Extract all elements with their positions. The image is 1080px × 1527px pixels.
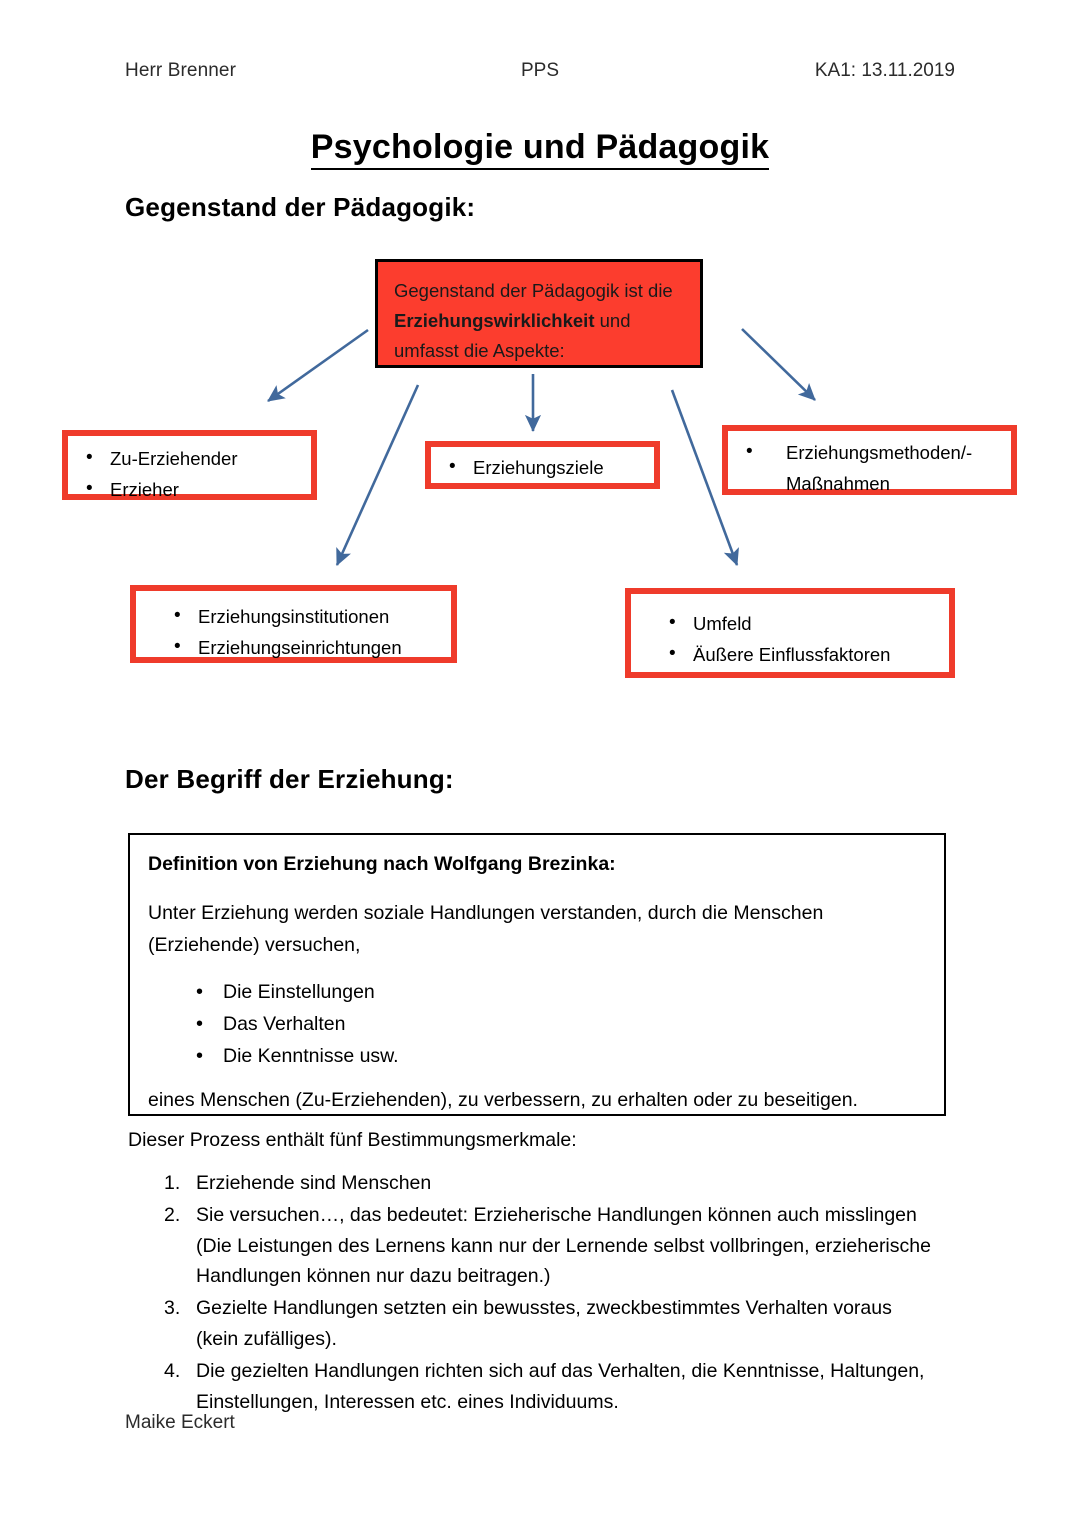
diagram-box-erziehungsmethoden-list: Erziehungsmethoden/-Maßnahmen [728,436,1011,499]
list-item-subtext: (kein zufälliges). [196,1327,337,1350]
header-exam-date: KA1: 13.11.2019 [814,60,955,81]
list-item-text: Gezielte Handlungen setzten ein bewusste… [196,1297,892,1320]
list-item: Erzieher [68,473,311,505]
author-name: Maike Eckert [125,1412,235,1433]
diagram-root-box: Gegenstand der Pädagogik ist die Erziehu… [375,259,703,368]
list-item-number: 3. [164,1297,181,1320]
header-teacher-name: Herr Brenner [125,60,237,81]
list-item: 3. Gezielte Handlungen setzten ein bewus… [128,1293,948,1355]
definition-closing: eines Menschen (Zu-Erziehenden), zu verb… [148,1088,858,1111]
diagram-box-erziehungsinstitutionen-list: Erziehungsinstitutionen Erziehungseinric… [136,600,451,663]
list-item-number: 2. [164,1203,181,1226]
list-item: Das Verhalten [148,1008,924,1041]
list-item: Erziehungsmethoden/-Maßnahmen [728,436,1011,499]
list-item-number: 1. [164,1172,181,1194]
page-title: Psychologie und Pädagogik [0,128,1080,170]
list-item-subtext: (Die Leistungen des Lernens kann nur der… [196,1234,931,1288]
list-item-text: Die gezielten Handlungen richten sich au… [196,1359,925,1382]
list-item: Zu-Erziehender [68,442,311,474]
list-item-number: 4. [164,1359,181,1382]
root-text-bold: Erziehungswirklichkeit [394,309,595,331]
list-item: 2. Sie versuchen…, das bedeutet: Erziehe… [128,1200,948,1292]
merkmale-list: 1. Erziehende sind Menschen 2. Sie versu… [128,1168,948,1418]
diagram-box-erziehungsziele: Erziehungsziele [425,441,660,489]
page-title-text: Psychologie und Pädagogik [310,128,770,170]
diagram-box-erzieher-list: Zu-Erziehender Erzieher [68,442,311,505]
definition-box: Definition von Erziehung nach Wolfgang B… [128,833,946,1116]
list-item: 1. Erziehende sind Menschen [128,1168,948,1199]
arrow-to-institutionen-main [335,384,420,566]
root-text-after: und umfasst die Aspekte: [394,309,631,361]
diagram-box-erziehungsziele-list: Erziehungsziele [431,451,654,483]
diagram-box-erziehungsmethoden: Erziehungsmethoden/-Maßnahmen [722,425,1017,495]
list-item: Erziehungseinrichtungen [136,631,451,663]
list-item-subtext: Einstellungen, Interessen etc. eines Ind… [196,1390,619,1413]
list-item: Erziehungsziele [431,451,654,483]
diagram-box-umfeld-list: Umfeld Äußere Einflussfaktoren [631,607,949,670]
diagram-root-text: Gegenstand der Pädagogik ist die Erziehu… [378,262,700,366]
page-header: Herr Brenner PPS KA1: 13.11.2019 [125,60,955,86]
list-item: Äußere Einflussfaktoren [631,638,949,670]
list-item: Erziehungsinstitutionen [136,600,451,632]
definition-heading: Definition von Erziehung nach Wolfgang B… [148,853,616,875]
list-item-text: Erziehende sind Menschen [196,1172,432,1194]
list-item: 4. Die gezielten Handlungen richten sich… [128,1356,948,1418]
list-item: Umfeld [631,607,949,639]
diagram-box-umfeld: Umfeld Äußere Einflussfaktoren [625,588,955,678]
arrow-to-methoden [741,328,816,401]
diagram-box-erzieher: Zu-Erziehender Erzieher [62,430,317,505]
definition-bullet-list: Die Einstellungen Das Verhalten Die Kenn… [148,976,924,1073]
process-intro-text: Dieser Prozess enthält fünf Bestimmungsm… [128,1129,577,1151]
diagram-box-erziehungsinstitutionen: Erziehungsinstitutionen Erziehungseinric… [130,585,457,663]
definition-intro: Unter Erziehung werden soziale Handlunge… [148,902,824,956]
list-item: Die Kenntnisse usw. [148,1040,924,1073]
root-text-before: Gegenstand der Pädagogik ist die [394,280,673,301]
section-heading-begriff: Der Begriff der Erziehung: [125,764,454,794]
list-item-text: Sie versuchen…, das bedeutet: Erzieheris… [196,1203,917,1226]
arrow-to-erzieher [267,328,369,403]
list-item: Die Einstellungen [148,976,924,1009]
header-subject: PPS [520,60,560,81]
section-heading-gegenstand: Gegenstand der Pädagogik: [125,192,476,222]
